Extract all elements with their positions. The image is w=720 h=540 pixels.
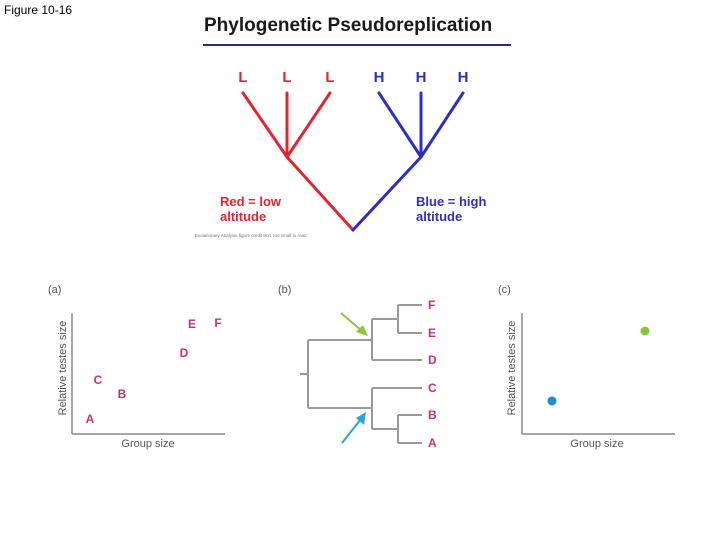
point-label-e: E [188, 317, 196, 331]
tree-tip-b: B [428, 408, 437, 422]
figure-credit: Evolutionary Analysis figure credit text… [195, 233, 307, 238]
figure-label: Figure 10-16 [4, 3, 73, 17]
legend-red-line2: altitude [220, 209, 267, 224]
page-title: Phylogenetic Pseudoreplication [204, 15, 493, 36]
panel-c-y-label: Relative testes size [506, 321, 518, 416]
red-clade [241, 91, 355, 232]
tip-label-4: H [374, 69, 385, 86]
low-altitude-point [547, 396, 557, 406]
point-label-f: F [214, 316, 221, 330]
title-underline [203, 44, 511, 46]
green-arrow [340, 312, 368, 336]
tip-label-3: L [325, 69, 334, 86]
high-altitude-point [640, 326, 650, 336]
panel-b-label: (b) [278, 284, 291, 296]
panel-c-x-label: Group size [570, 438, 623, 450]
panel-a-label: (a) [48, 284, 61, 296]
tree-tip-c: C [428, 381, 437, 395]
point-label-b: B [118, 387, 127, 401]
tree-tip-e: E [428, 326, 436, 340]
tree-tip-d: D [428, 353, 437, 367]
tree-tip-f: F [428, 298, 435, 312]
tip-label-5: H [416, 69, 427, 86]
tip-label-2: L [282, 69, 291, 86]
panel-b-tree [300, 304, 422, 444]
legend-red-line1: Red = low [220, 194, 282, 209]
panel-a-y-label: Relative testes size [57, 321, 69, 416]
panel-c-label: (c) [498, 284, 511, 296]
tip-label-6: H [458, 69, 469, 86]
tree-tip-a: A [428, 436, 437, 450]
legend-blue: Blue = high altitude [416, 194, 486, 224]
legend-blue-line1: Blue = high [416, 194, 487, 209]
point-label-c: C [94, 373, 103, 387]
blue-clade [351, 91, 465, 232]
red-branch-1 [241, 91, 289, 159]
red-stem [285, 155, 355, 232]
blue-stem [351, 155, 423, 232]
point-label-a: A [86, 412, 95, 426]
tip-label-1: L [238, 69, 247, 86]
blue-branch-1 [377, 91, 423, 159]
legend-red: Red = low altitude [220, 194, 281, 224]
panel-a-x-label: Group size [121, 438, 174, 450]
red-branch-3 [285, 91, 332, 159]
cyan-arrow [341, 412, 366, 444]
point-label-d: D [180, 346, 189, 360]
legend-blue-line2: altitude [416, 209, 463, 224]
blue-branch-3 [419, 91, 465, 159]
